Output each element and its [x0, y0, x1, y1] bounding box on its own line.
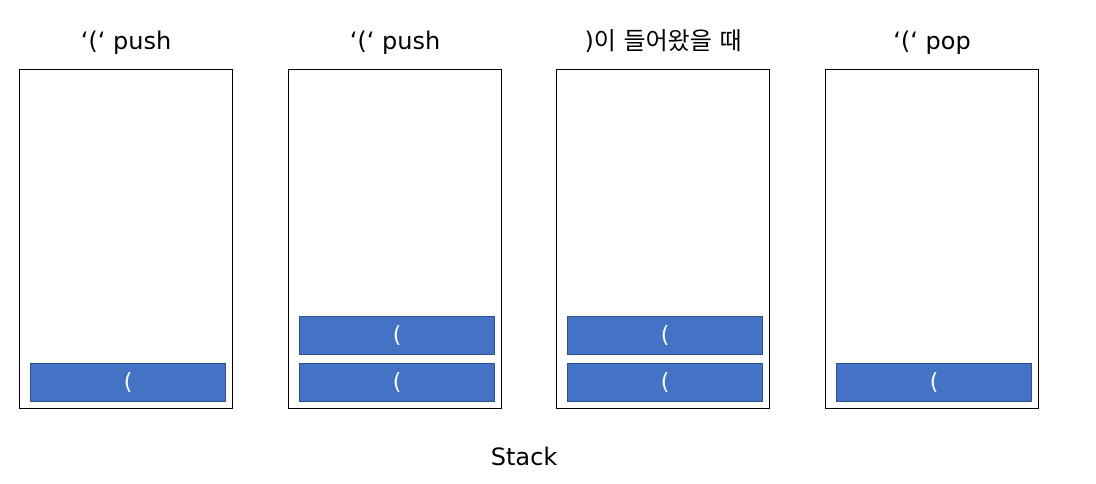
stack-panel-4: (	[825, 69, 1039, 409]
panel-2-title: ‘(‘ push	[349, 27, 441, 55]
stack-label: Stack	[490, 443, 558, 471]
stack-block: (	[836, 363, 1032, 402]
panel-3-title: )이 들어왔을 때	[584, 27, 742, 55]
stack-block: (	[567, 363, 763, 402]
stack-block: (	[567, 316, 763, 355]
stack-block: (	[299, 363, 495, 402]
stack-panel-2: ( (	[288, 69, 502, 409]
panel-1-title: ‘(‘ push	[80, 27, 172, 55]
stack-block: (	[299, 316, 495, 355]
stack-panel-1: (	[19, 69, 233, 409]
stack-block: (	[30, 363, 226, 402]
panel-4-title: ‘(‘ pop	[893, 27, 971, 55]
stack-panel-3: ( (	[556, 69, 770, 409]
